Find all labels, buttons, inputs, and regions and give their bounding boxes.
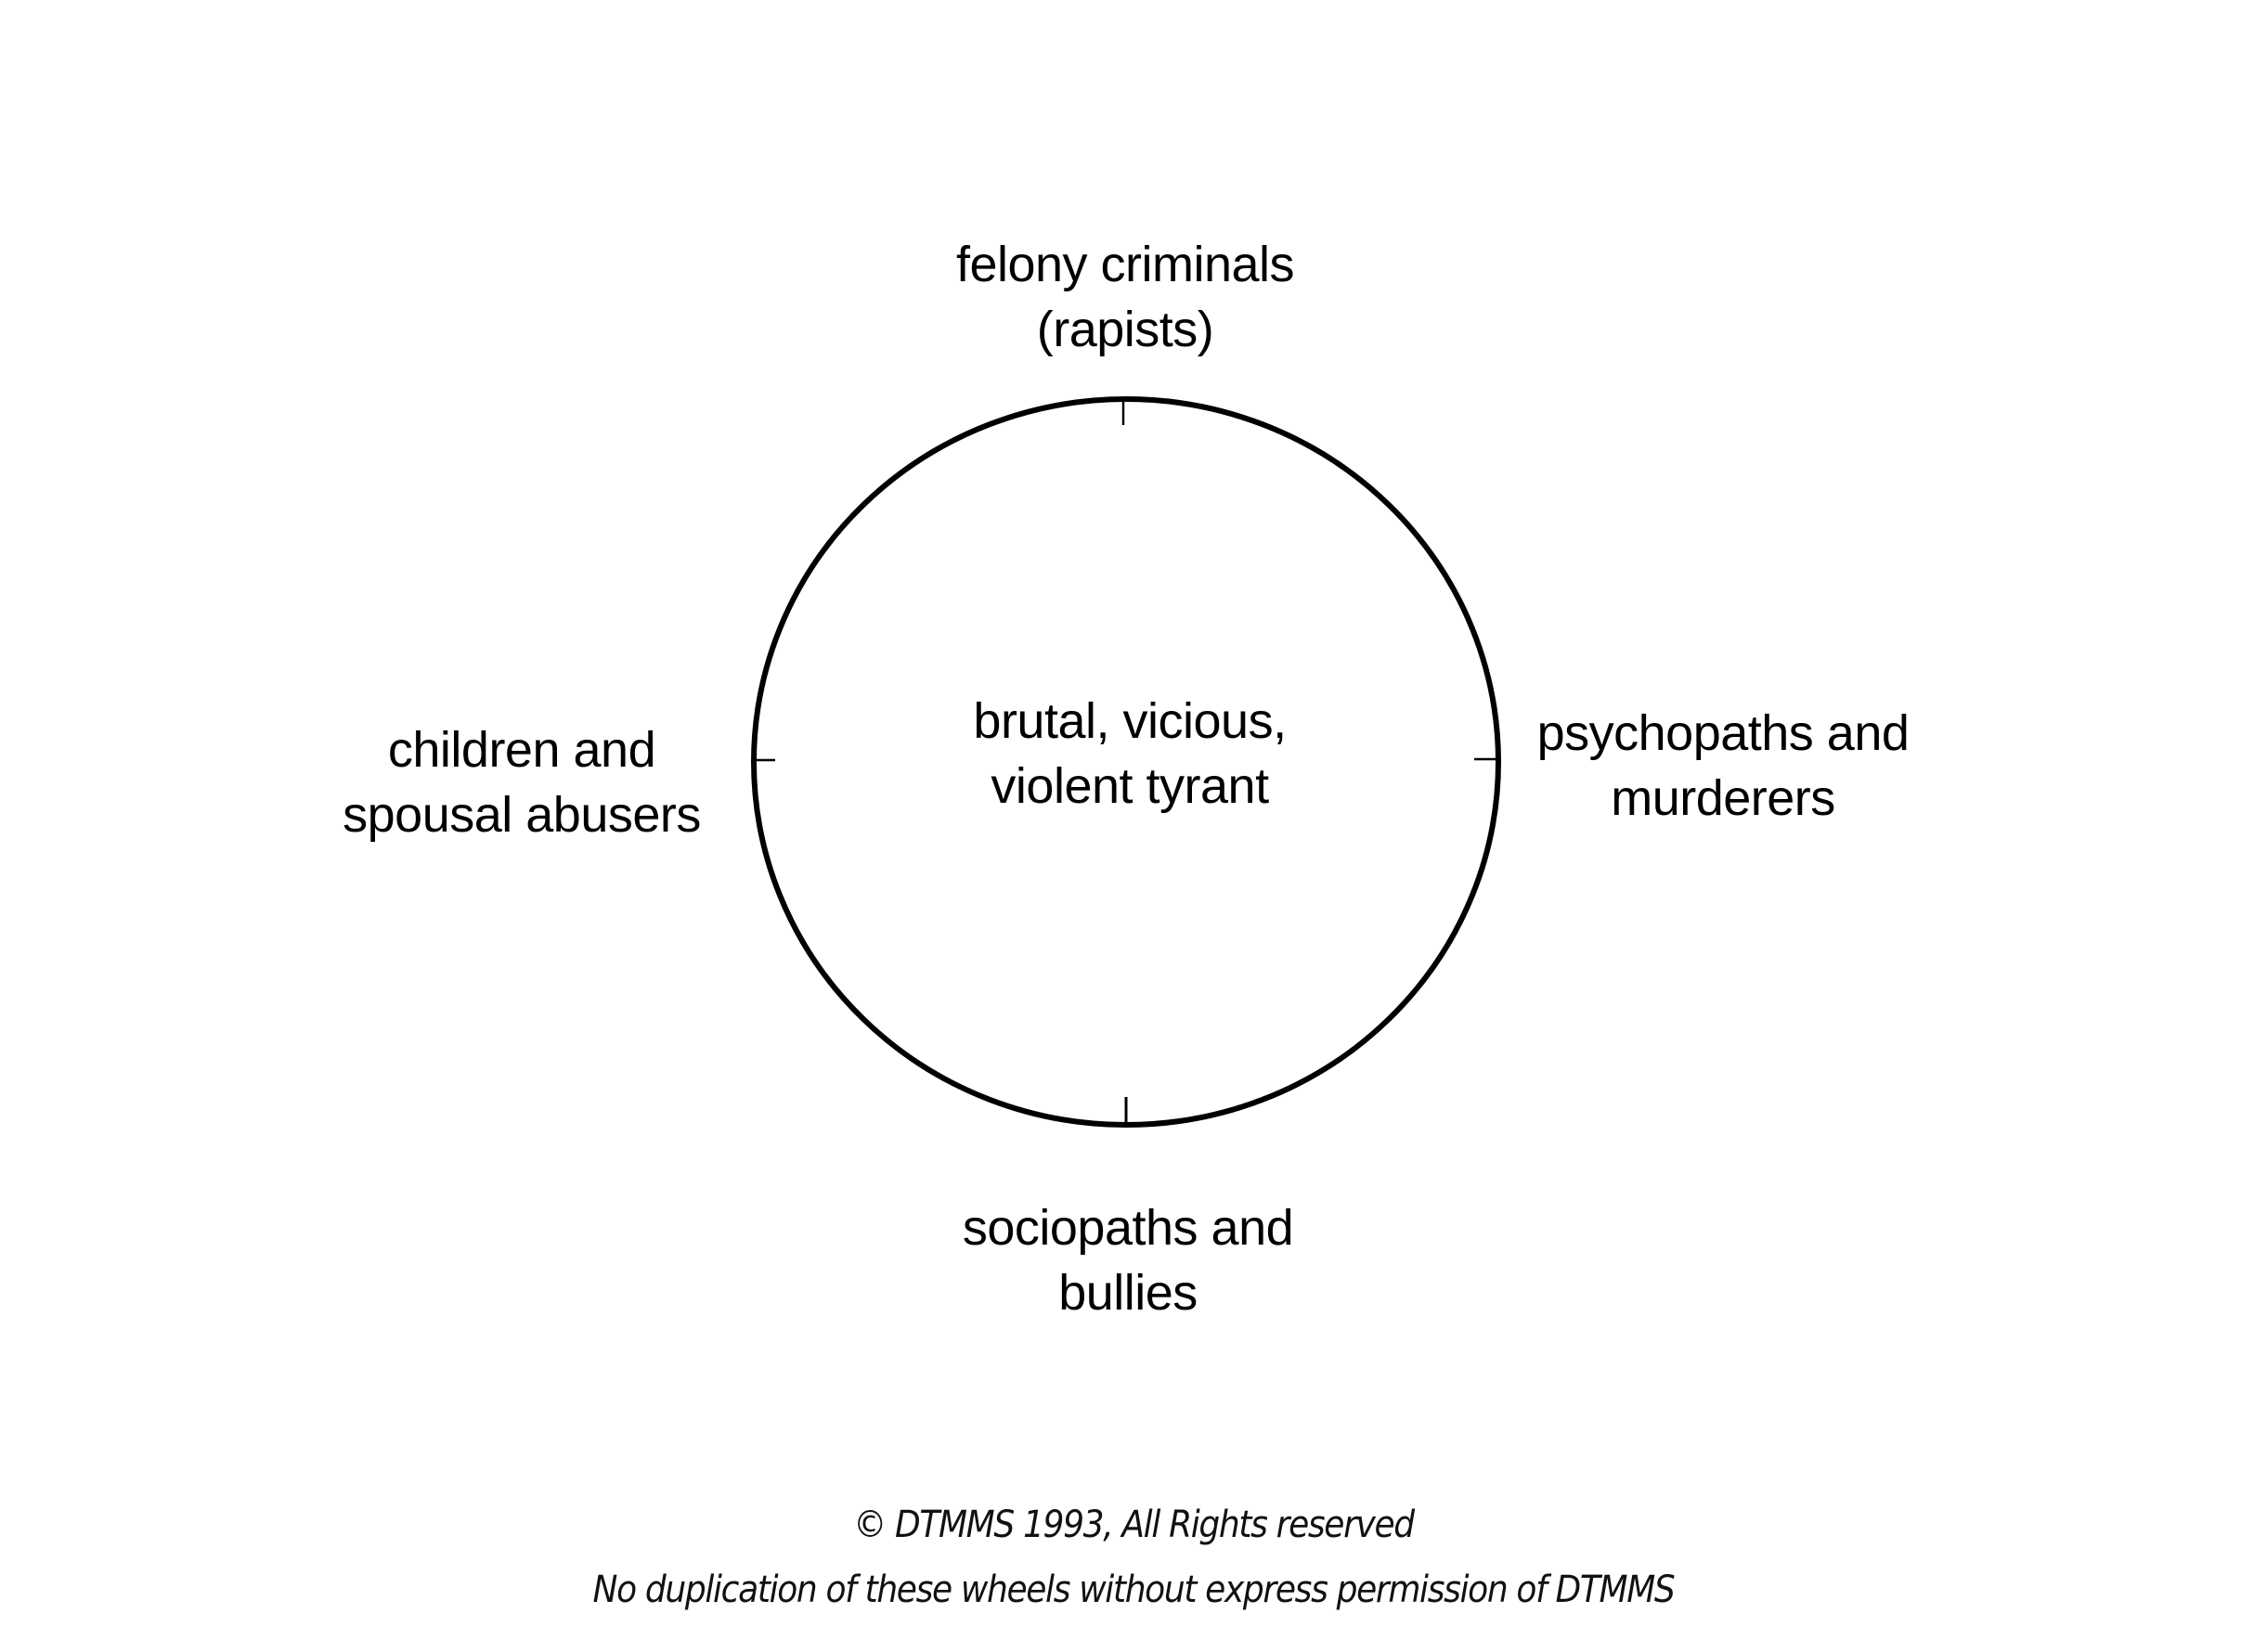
center-label-line: brutal, vicious, [973, 693, 1287, 749]
spoke-label-line: psychopaths and [1536, 705, 1910, 761]
spoke-label-line: children and [387, 722, 656, 778]
spoke-label-line: sociopaths and [962, 1200, 1294, 1256]
copyright-notice: © DTMMS 1993, All Rights reserved [853, 1504, 1415, 1546]
duplication-notice: No duplication of these wheels without e… [592, 1568, 1676, 1611]
center-label: brutal, vicious, violent tyrant [973, 689, 1287, 819]
spoke-label-top: felony criminals (rapists) [955, 232, 1295, 362]
spoke-label-line: murderers [1611, 770, 1835, 826]
spoke-label-left: children and spousal abusers [343, 717, 701, 847]
spoke-label-line: felony criminals [955, 237, 1295, 292]
spoke-label-line: (rapists) [1036, 302, 1214, 357]
spoke-label-line: spousal abusers [343, 787, 701, 843]
center-label-line: violent tyrant [991, 758, 1269, 814]
spoke-label-line: bullies [1058, 1265, 1198, 1321]
spoke-label-bottom: sociopaths and bullies [962, 1195, 1294, 1325]
spoke-label-right: psychopaths and murderers [1537, 701, 1910, 831]
